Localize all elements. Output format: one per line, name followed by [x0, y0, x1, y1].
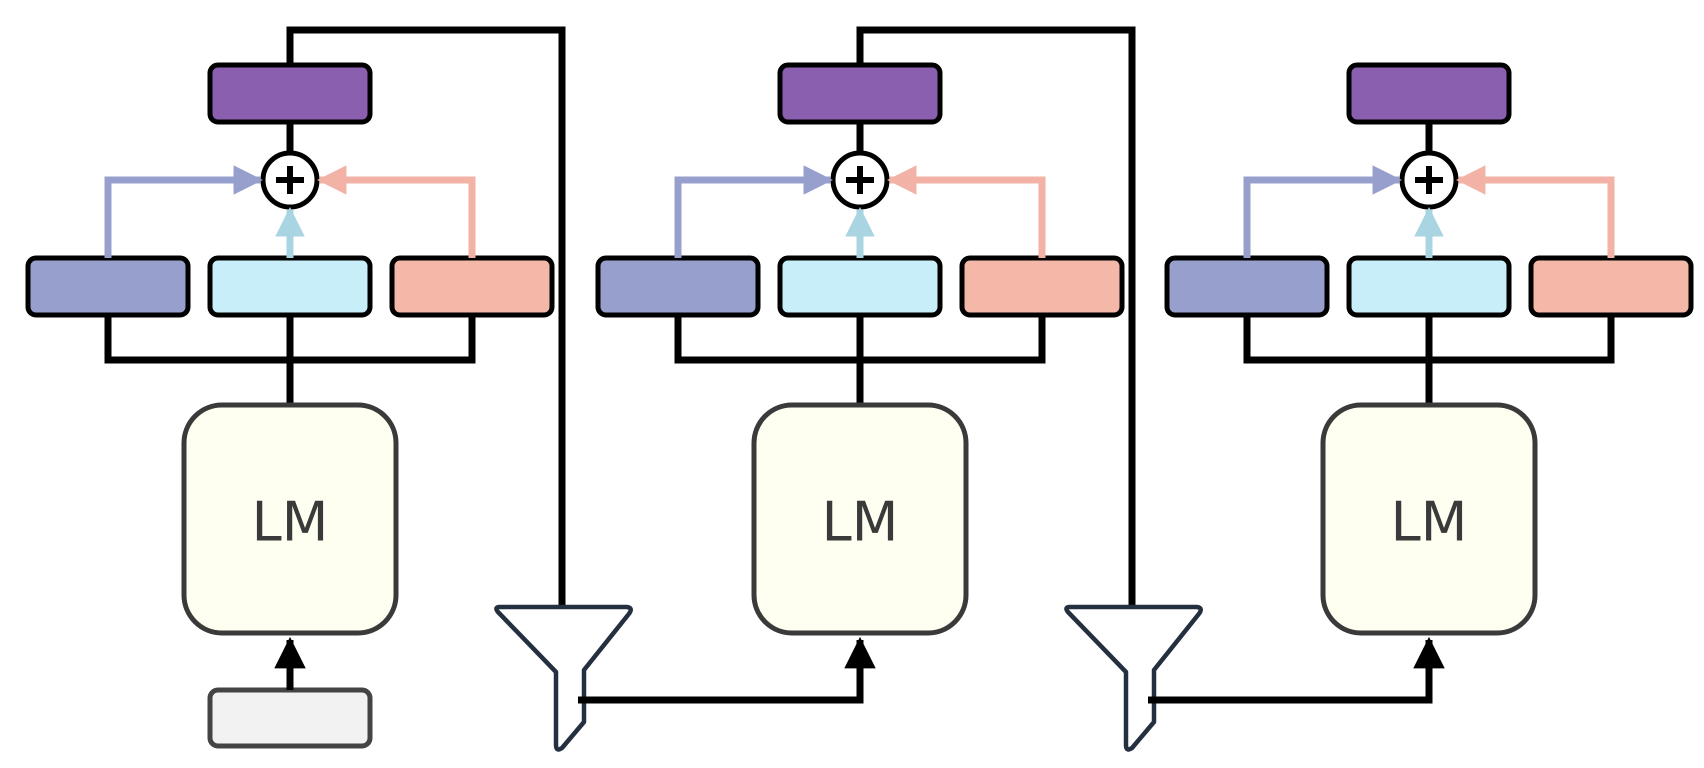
arrow-right-branch: [1456, 165, 1615, 258]
plus-circle-icon: [1399, 150, 1459, 210]
arrow-left-branch: [104, 165, 263, 258]
filter-funnel-icon: [1064, 604, 1203, 752]
filter-to-lm-arrow: [1148, 636, 1445, 704]
branch-box-left: [25, 255, 191, 318]
branch-box-middle: [207, 255, 373, 318]
branch-box-right: [389, 255, 555, 318]
lm-label: LM: [252, 491, 329, 554]
output-box: [777, 62, 943, 125]
filter-funnel-icon: [494, 604, 633, 752]
filter-funnel: [1064, 604, 1203, 752]
lm-label: LM: [1391, 491, 1468, 554]
branch-box-middle: [1346, 255, 1512, 318]
branch-box-right: [959, 255, 1125, 318]
branch-box-right: [1528, 255, 1694, 318]
lm-label: LM: [822, 491, 899, 554]
stage-3: LM: [1148, 62, 1694, 704]
feedback-wire: [856, 26, 1136, 607]
input-box: [207, 687, 373, 749]
branch-box-left: [1164, 255, 1330, 318]
arrow-left-branch: [1243, 165, 1402, 258]
branch-box-left: [595, 255, 761, 318]
arrow-right-branch: [887, 165, 1046, 258]
lm-box: [1320, 402, 1538, 636]
output-box: [1346, 62, 1512, 125]
arrow-right-branch: [317, 165, 476, 258]
lm-box: [751, 402, 969, 636]
branch-box-middle: [777, 255, 943, 318]
stage-1: LM: [25, 26, 633, 752]
plus-circle-icon: [830, 150, 890, 210]
filter-to-lm-arrow: [578, 636, 876, 704]
feedback-wire: [286, 26, 566, 607]
arrow-left-branch: [674, 165, 833, 258]
lm-box: [181, 402, 399, 636]
stage-2: LM: [578, 26, 1203, 752]
output-box: [207, 62, 373, 125]
plus-circle-icon: [260, 150, 320, 210]
filter-funnel: [494, 604, 633, 752]
